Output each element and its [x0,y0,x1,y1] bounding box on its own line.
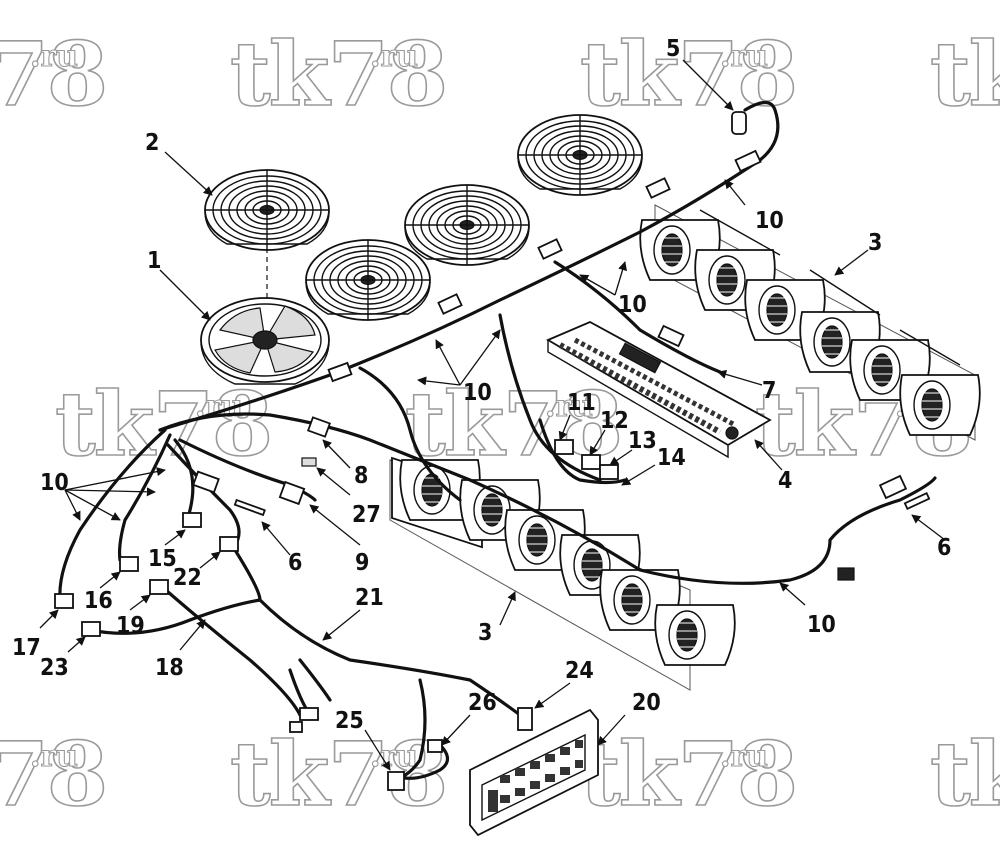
callout-15: 15 [148,546,177,572]
callout-24: 24 [565,658,594,684]
svg-text:.ru: .ru [720,39,768,74]
callout-20: 20 [632,690,661,716]
watermark: tk78 .ru [579,21,799,127]
callout-10: 10 [807,612,836,638]
callout-13: 13 [628,428,657,454]
callout-14: 14 [657,445,686,471]
svg-text:tk78: tk78 [580,22,796,126]
svg-text:.ru: .ru [370,739,418,774]
watermark: tk78 .ru [54,371,274,477]
callout-10: 10 [463,380,492,406]
callout-1: 1 [147,248,161,274]
watermark: tk78 .ru [579,721,799,827]
callout-3: 3 [868,230,882,256]
callout-6: 6 [937,535,951,561]
callout-3: 3 [478,620,492,646]
callout-16: 16 [84,588,113,614]
fan-grille [404,184,530,266]
callout-5: 5 [666,36,680,62]
svg-text:.ru: .ru [720,739,768,774]
svg-text:.ru: .ru [30,739,78,774]
fan-grille [305,239,431,321]
callout-10: 10 [755,208,784,234]
svg-text:tk78: tk78 [230,722,446,826]
callout-4: 4 [778,468,792,494]
blower-assembly-upper [639,204,981,441]
watermark: tk78 [929,721,1000,827]
callout-27: 27 [352,502,381,528]
control-panel [469,708,599,837]
leader-lines [39,59,946,771]
callout-10: 10 [40,470,69,496]
callout-19: 19 [116,613,145,639]
axial-fan [200,297,330,385]
callout-9: 9 [355,550,369,576]
svg-text:tk78: tk78 [930,22,1000,126]
blower-assembly-lower [389,456,736,691]
callout-18: 18 [155,655,184,681]
watermark: tk78 .ru [229,721,449,827]
watermark: tk78 [929,21,1000,127]
callout-25: 25 [335,708,364,734]
svg-text:tk78: tk78 [0,22,106,126]
svg-text:tk78: tk78 [580,722,796,826]
callout-21: 21 [355,585,384,611]
callout-22: 22 [173,565,202,591]
connectors [54,111,931,791]
watermark: tk78 .ru [0,721,109,827]
fan-grille [204,169,330,251]
callout-23: 23 [40,655,69,681]
svg-text:tk78: tk78 [930,722,1000,826]
callout-10: 10 [618,292,647,318]
svg-text:tk78: tk78 [230,22,446,126]
svg-text:.ru: .ru [370,39,418,74]
callout-labels: 1 2 3 3 4 5 6 6 7 8 9 10 10 10 10 10 11 … [12,36,951,734]
callout-7: 7 [762,378,776,404]
fan-grille [517,114,643,196]
callout-2: 2 [145,130,159,156]
watermark-group: tk78 .ru tk78 .ru tk78 .ru tk78 tk78 .ru… [0,21,1000,827]
callout-8: 8 [354,463,368,489]
callout-17: 17 [12,635,41,661]
callout-26: 26 [468,690,497,716]
control-board [546,321,772,459]
svg-text:tk78: tk78 [55,372,271,476]
callout-12: 12 [600,408,629,434]
callout-6: 6 [288,550,302,576]
watermark: tk78 .ru [229,21,449,127]
svg-text:.ru: .ru [30,39,78,74]
callout-11: 11 [567,390,596,416]
svg-text:tk78: tk78 [0,722,106,826]
watermark: tk78 .ru [0,21,109,127]
